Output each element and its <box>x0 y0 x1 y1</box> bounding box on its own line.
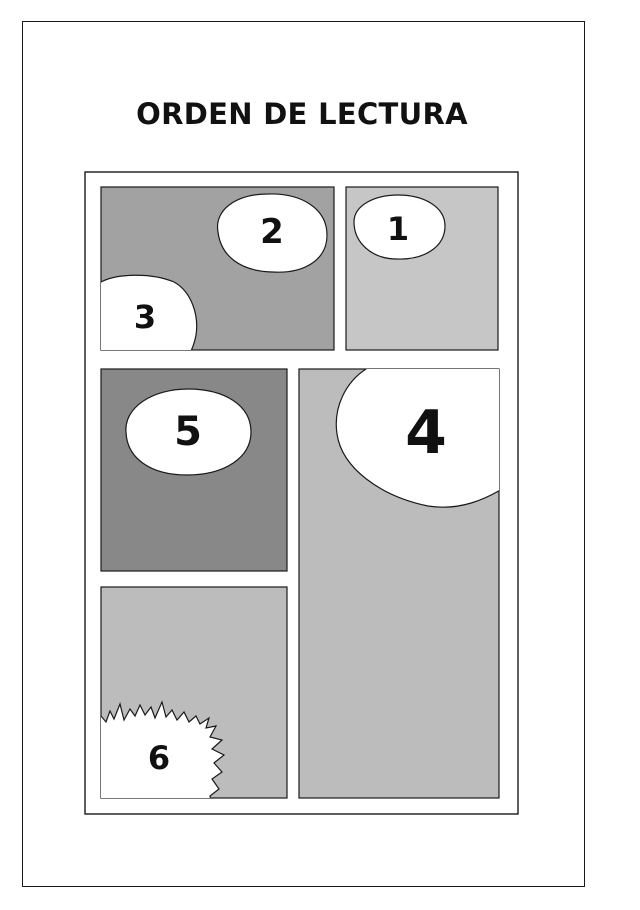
bubble-2: 2 <box>216 193 328 273</box>
bubble-5: 5 <box>125 388 252 476</box>
bubble-4-number: 4 <box>405 398 447 468</box>
bubble-3: 3 <box>101 274 198 350</box>
bubble-6: 6 <box>101 700 226 798</box>
bubble-1-number: 1 <box>387 210 409 248</box>
bubble-3-number: 3 <box>134 298 156 336</box>
bubble-2-number: 2 <box>260 212 284 252</box>
bubble-5-number: 5 <box>174 409 202 455</box>
page-title: ORDEN DE LECTURA <box>136 97 468 131</box>
bubble-4: 4 <box>335 369 499 508</box>
bubble-6-number: 6 <box>148 739 170 777</box>
bubble-1: 1 <box>353 194 446 260</box>
